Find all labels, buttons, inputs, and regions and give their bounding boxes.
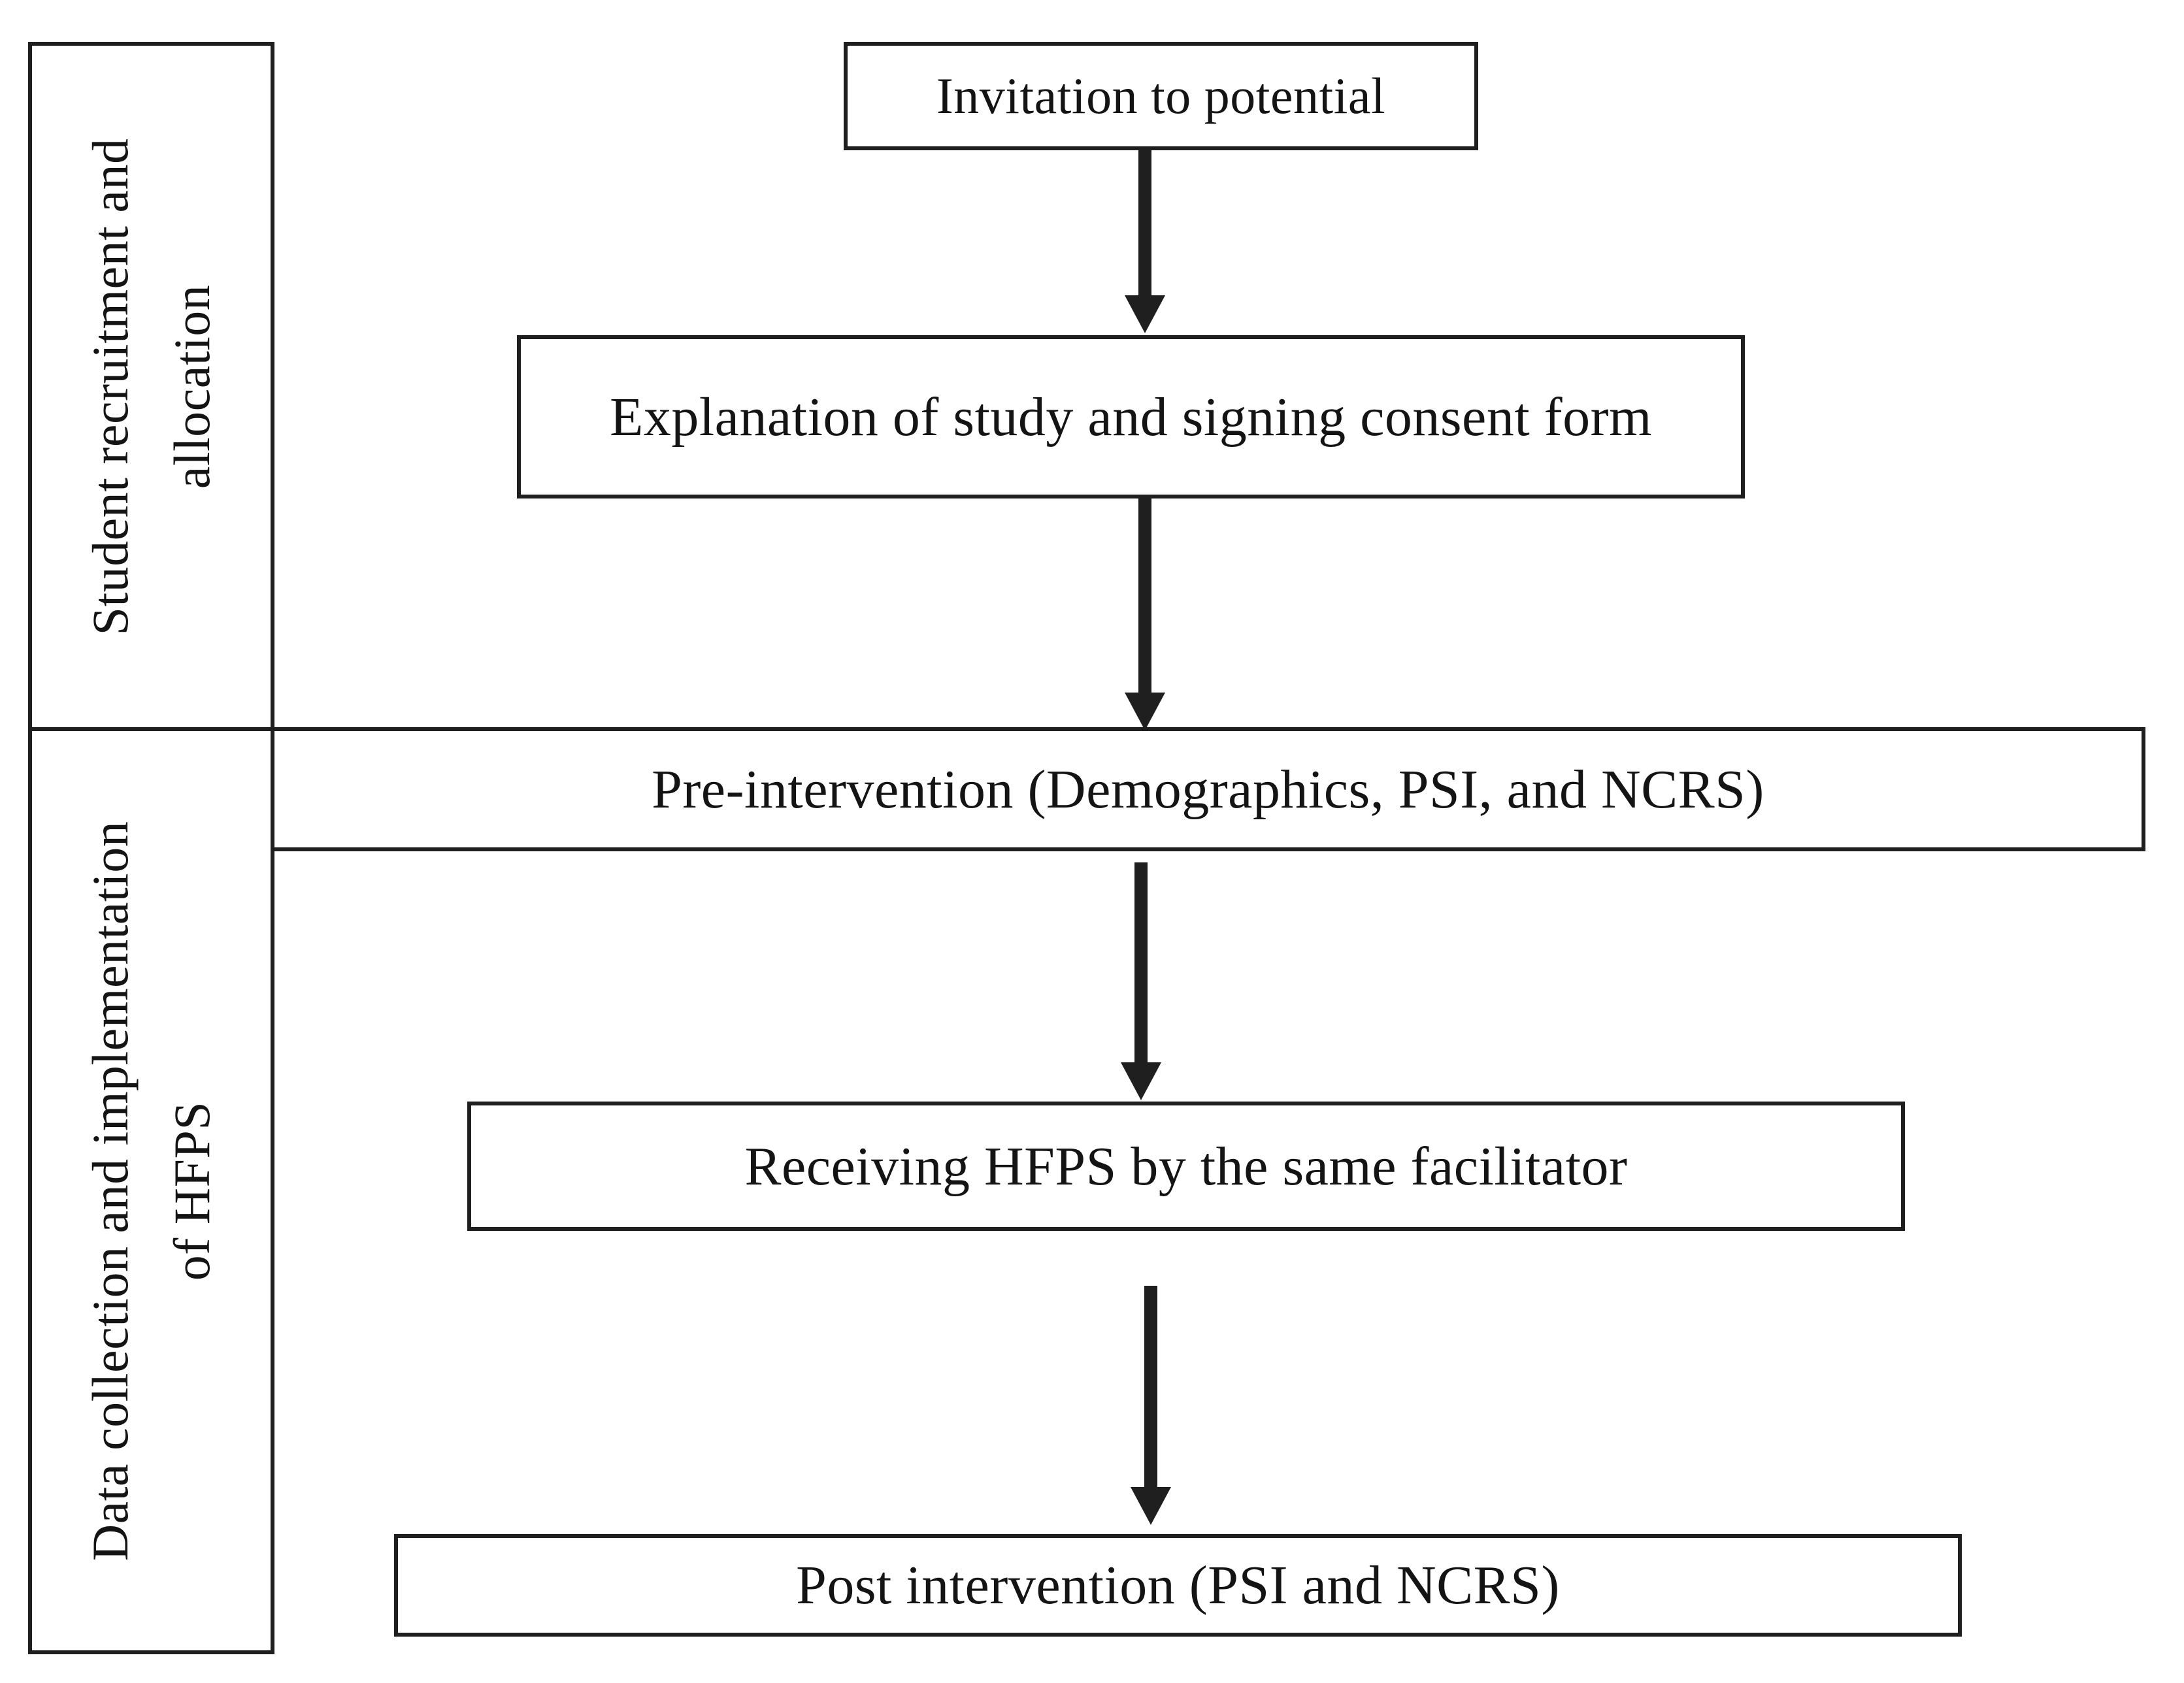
phase-band-student-recruitment: Student recruitment and allocation bbox=[28, 42, 274, 731]
step-preintervention-label: Pre-intervention (Demographics, PSI, and… bbox=[652, 759, 1764, 820]
flow-arrow-4 bbox=[1131, 1286, 1171, 1525]
phase-label-student-recruitment: Student recruitment and allocation bbox=[70, 138, 233, 635]
flow-arrow-1 bbox=[1125, 150, 1165, 333]
phase-label-line: allocation bbox=[163, 284, 220, 489]
arrow-down-icon bbox=[1125, 693, 1165, 730]
phase-label-line: of HFPS bbox=[163, 1101, 220, 1281]
arrow-shaft bbox=[1144, 1286, 1157, 1490]
phase-label-data-collection: Data collection and implementation of HF… bbox=[70, 821, 233, 1560]
step-preintervention-box: Pre-intervention (Demographics, PSI, and… bbox=[271, 727, 2145, 851]
step-invitation-box: Invitation to potential bbox=[844, 42, 1478, 150]
phase-band-data-collection: Data collection and implementation of HF… bbox=[28, 727, 274, 1654]
step-consent-label: Explanation of study and signing consent… bbox=[610, 386, 1652, 448]
step-hfps-label: Receiving HFPS by the same facilitator bbox=[744, 1136, 1628, 1197]
arrow-down-icon bbox=[1121, 1062, 1161, 1100]
step-hfps-box: Receiving HFPS by the same facilitator bbox=[467, 1102, 1905, 1231]
step-invitation-label: Invitation to potential bbox=[936, 67, 1386, 124]
phase-label-line: Student recruitment and bbox=[81, 138, 139, 635]
step-postintervention-label: Post intervention (PSI and NCRS) bbox=[796, 1555, 1560, 1616]
step-postintervention-box: Post intervention (PSI and NCRS) bbox=[394, 1534, 1962, 1637]
arrow-shaft bbox=[1138, 498, 1151, 695]
arrow-shaft bbox=[1134, 862, 1148, 1065]
flow-arrow-2 bbox=[1125, 498, 1165, 730]
flow-arrow-3 bbox=[1121, 862, 1161, 1100]
arrow-down-icon bbox=[1131, 1487, 1171, 1525]
step-consent-box: Explanation of study and signing consent… bbox=[517, 335, 1745, 498]
arrow-shaft bbox=[1138, 150, 1151, 298]
phase-label-line: Data collection and implementation bbox=[81, 821, 139, 1561]
arrow-down-icon bbox=[1125, 295, 1165, 333]
